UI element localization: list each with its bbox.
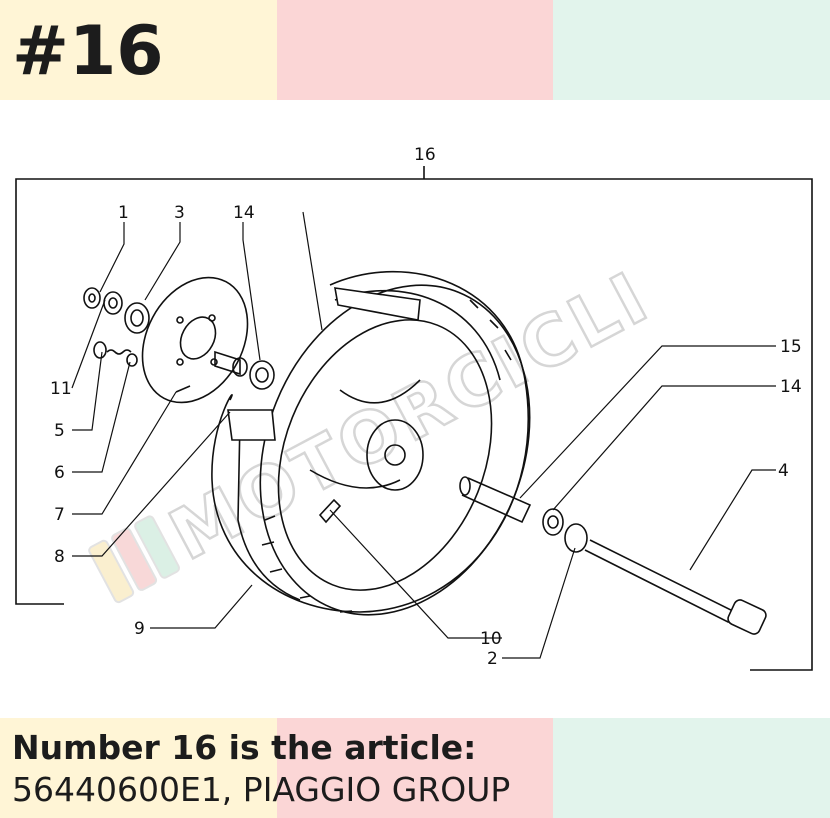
leader-lines	[71, 211, 776, 659]
brake-disc	[141, 276, 249, 404]
callout-15: 15	[780, 337, 802, 357]
valve	[318, 498, 342, 524]
callout-labels: 16 1 3 14 11 5 6 7 8 9 10 2 15 14 4	[50, 145, 802, 669]
left-bolts-washers	[83, 287, 150, 367]
page-title: #16	[12, 12, 164, 91]
callout-16: 16	[414, 145, 436, 165]
right-axle-hardware	[459, 476, 767, 635]
header-band-yellow	[0, 0, 277, 100]
exploded-wheel-diagram: MOTORCICLI	[15, 145, 813, 671]
callout-2: 2	[487, 649, 498, 669]
caption-article: 56440600E1, PIAGGIO GROUP	[12, 770, 511, 809]
header-band	[0, 0, 830, 100]
caption-band-mint	[553, 718, 830, 818]
callout-11: 11	[50, 379, 72, 399]
callout-5: 5	[54, 421, 65, 441]
header-band-mint	[553, 0, 830, 100]
caption-heading: Number 16 is the article:	[12, 728, 477, 767]
hub-spacer-bearing	[214, 350, 275, 390]
callout-10: 10	[480, 629, 502, 649]
header-band-pink	[276, 0, 554, 100]
tyre	[211, 271, 530, 613]
callout-4: 4	[778, 461, 789, 481]
callout-14-top: 14	[233, 203, 255, 223]
callout-14-right: 14	[780, 377, 802, 397]
caption-band	[0, 718, 830, 818]
callout-7: 7	[54, 505, 65, 525]
callout-6: 6	[54, 463, 65, 483]
callout-1: 1	[118, 203, 129, 223]
callout-9: 9	[134, 619, 145, 639]
callout-8: 8	[54, 547, 65, 567]
caption-band-yellow	[0, 718, 277, 818]
callout-3: 3	[174, 203, 185, 223]
assembly-bracket	[15, 178, 813, 671]
wheel-rim	[259, 284, 531, 616]
caption-band-pink	[276, 718, 554, 818]
